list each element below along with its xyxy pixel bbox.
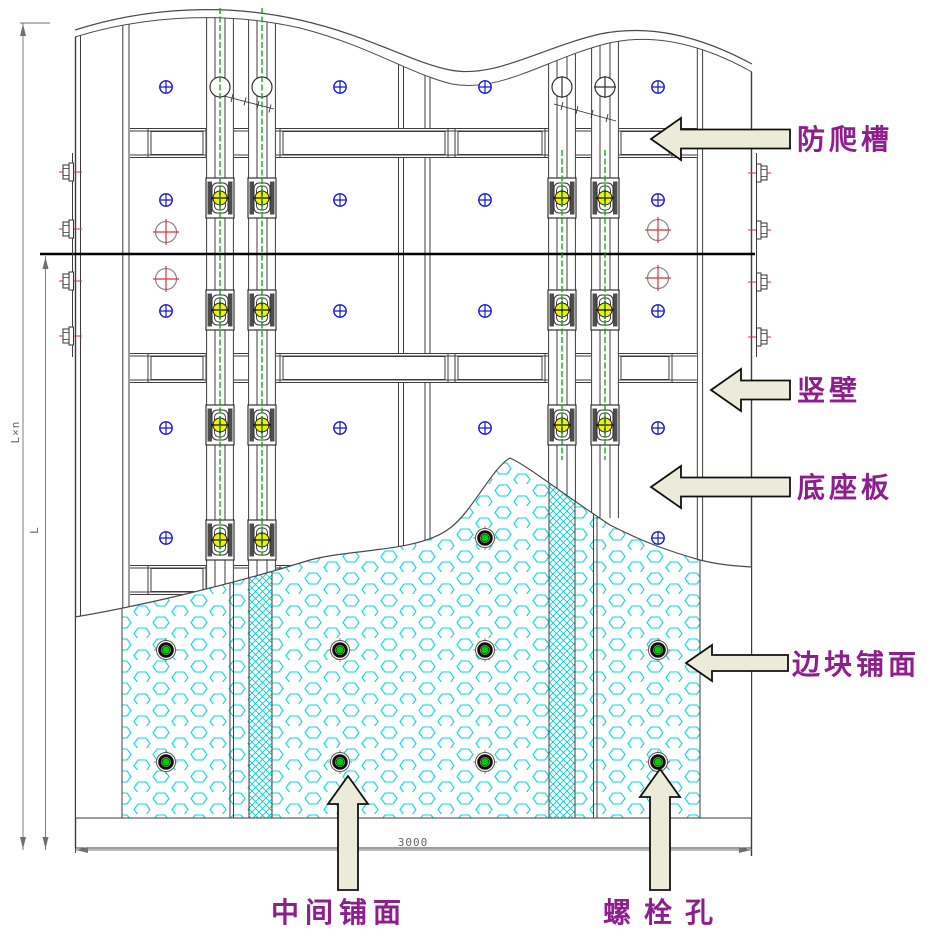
bolt-hole-icon [333, 304, 347, 318]
callout-arrow-anti-climb-groove [649, 116, 791, 162]
side-bolt-icon [58, 162, 83, 182]
left-side-bolts [58, 153, 83, 357]
callout-arrow-vertical-wall [709, 367, 791, 413]
bolt-hole-icon [478, 80, 492, 94]
dimension-section-height: L [28, 256, 49, 850]
base-plate-bottom-edge [75, 817, 752, 856]
bolt-hole-icon [478, 421, 492, 435]
callout-label-anti-climb-groove: 防爬槽 [797, 124, 893, 155]
callout-arrow-base-plate [649, 464, 791, 510]
dimensions: L×n L 3000 [9, 22, 752, 853]
crosshatch-rib [549, 458, 575, 818]
right-side-bolts [747, 153, 772, 357]
callout-arrow-middle-paving [326, 774, 370, 891]
side-bolt-icon [58, 219, 83, 239]
callout-label-bolt-hole: 螺栓孔 [603, 897, 726, 928]
top-break-line-outer [74, 9, 753, 73]
callout-label-middle-paving: 中间铺面 [271, 897, 407, 928]
bolt-hole-icon [651, 304, 665, 318]
paving-region [75, 458, 752, 818]
dimension-label-total-height: L×n [9, 421, 22, 444]
top-break-line-inner [74, 17, 753, 86]
bolt-hole-icon [333, 421, 347, 435]
bolt-hole-icon [159, 531, 173, 545]
centerline-hole-icon [644, 264, 672, 292]
callout-label-base-plate: 底座板 [797, 471, 893, 503]
bolt-hole-icon [478, 304, 492, 318]
bolt-hole-icon [651, 193, 665, 207]
dimension-bottom-width: 3000 [75, 836, 752, 853]
paving-break-line [74, 457, 753, 618]
top-break-mask [0, 0, 937, 86]
centerline-hole-icon [152, 265, 180, 293]
side-bolt-icon [58, 326, 83, 346]
callout-label-edge-block-paving: 边块铺面 [792, 649, 920, 680]
side-bolt-icon [58, 271, 83, 291]
callout-arrow-edge-block-paving [684, 643, 789, 683]
bolt-hole-icon [478, 193, 492, 207]
bolt-hole-icon [159, 193, 173, 207]
bolt-hole-icon [159, 80, 173, 94]
callout-label-vertical-wall: 竖壁 [797, 375, 861, 406]
bolt-hole-icon [159, 304, 173, 318]
bolt-hole-icon [159, 421, 173, 435]
bolt-hole-icon [651, 80, 665, 94]
dimension-label-section-height: L [28, 526, 41, 534]
centerline-hole-icon [644, 216, 672, 244]
guide-lines [219, 8, 606, 556]
bolt-hole-icon [651, 421, 665, 435]
stitch-annotations [223, 93, 617, 123]
dimension-total-height: L×n [9, 22, 50, 850]
dimension-label-bottom-width: 3000 [398, 836, 429, 849]
callout-arrow-bolt-hole [638, 767, 682, 891]
bolt-hole-icon [651, 531, 665, 545]
bolt-hole-icon [333, 193, 347, 207]
callouts: 防爬槽 竖壁 底座板 边块铺面 中间铺面 螺栓孔 [271, 116, 920, 928]
bolt-hole-icon [333, 80, 347, 94]
centerline-hole-icon [152, 218, 180, 246]
